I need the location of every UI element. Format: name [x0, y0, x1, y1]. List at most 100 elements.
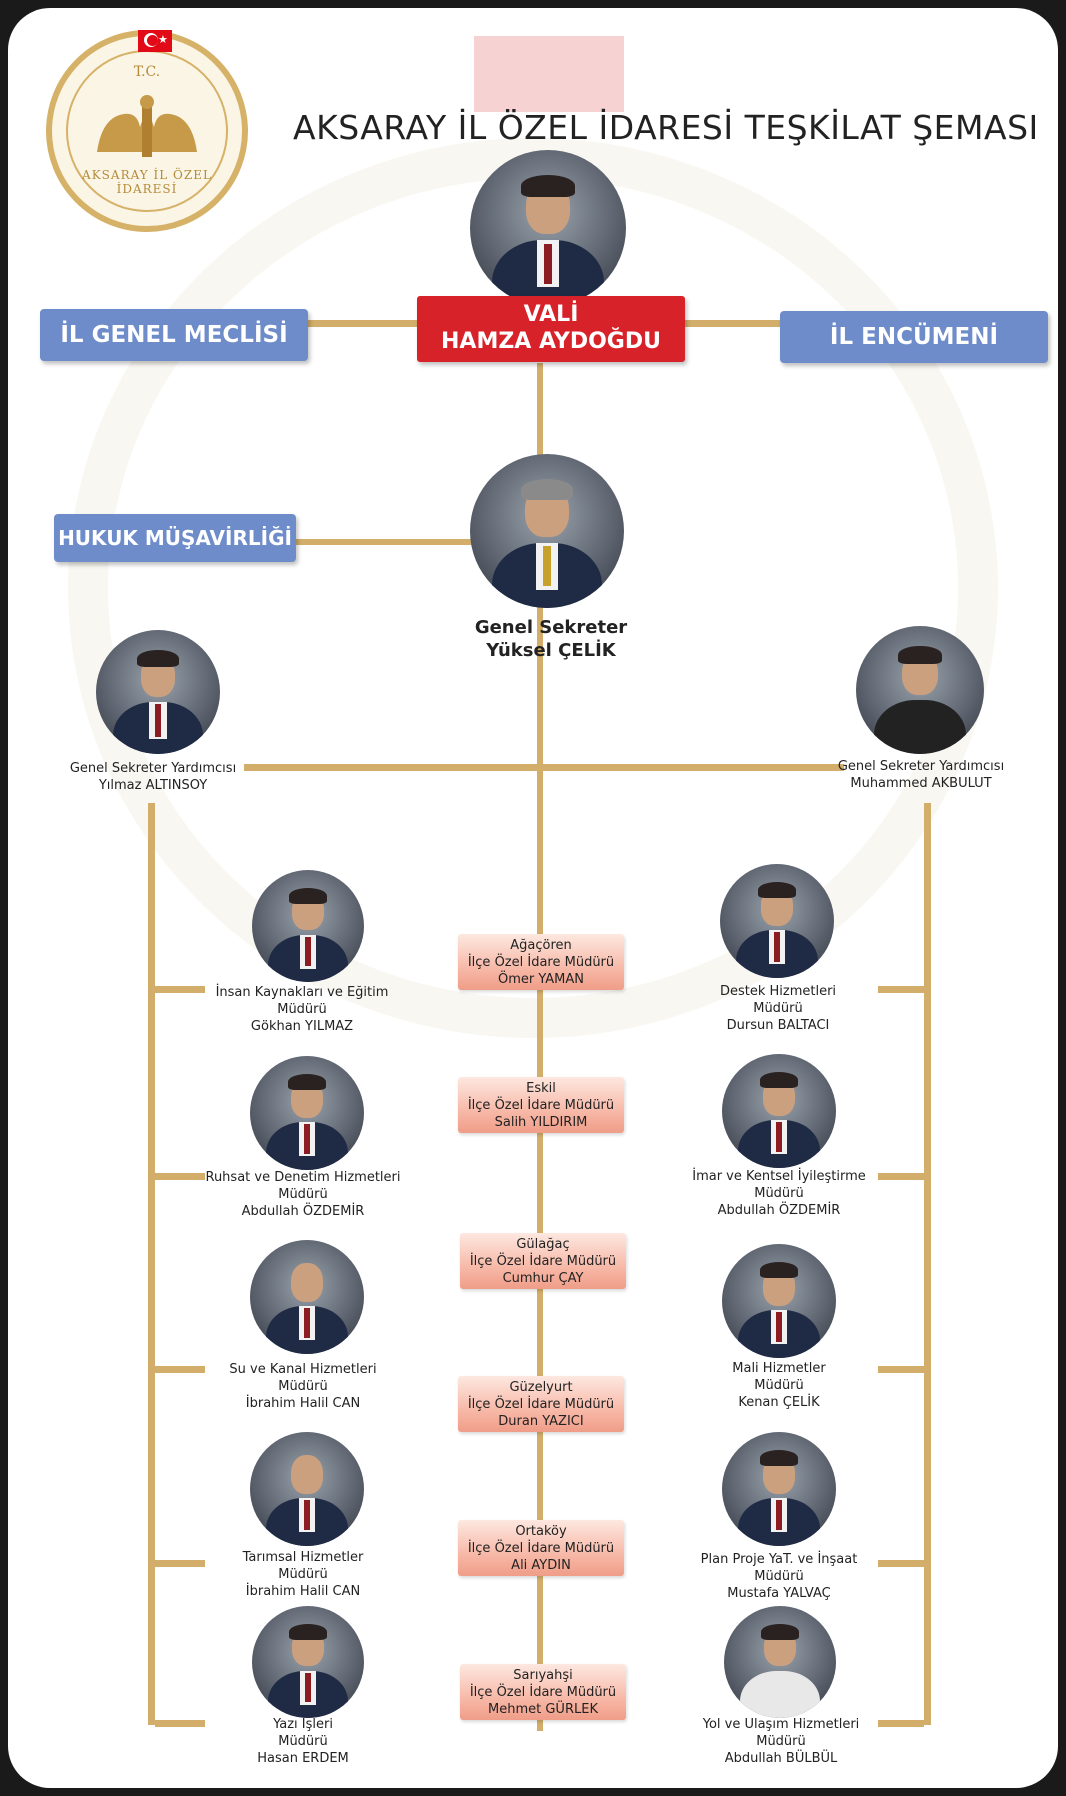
turkish-flag-icon: ★	[138, 30, 172, 52]
left-dept-1-photo	[252, 870, 364, 982]
background-flag	[474, 36, 624, 112]
institution-seal: T.C. AKSARAY İL ÖZEL İDARESİ	[46, 30, 248, 232]
assistant-right-photo	[856, 626, 984, 754]
left-dept-1-name: Gökhan YILMAZ	[250, 1019, 354, 1034]
right-dept-4-line2: Müdürü	[754, 1569, 804, 1584]
assistant-right-title: Genel Sekreter Yardımcısı	[837, 759, 1005, 774]
connector-left-vertical	[148, 803, 155, 1725]
district-6-role: İlçe Özel İdare Müdürü	[469, 1685, 617, 1700]
right-dept-2-name: Abdullah ÖZDEMİR	[717, 1203, 841, 1218]
connector-left-tick-1	[155, 986, 205, 993]
connector-right-tick-3	[878, 1366, 924, 1373]
district-6-name: Sarıyahşi	[513, 1668, 573, 1683]
right-dept-3-line2: Müdürü	[754, 1378, 804, 1393]
district-1-role: İlçe Özel İdare Müdürü	[467, 955, 615, 970]
left-dept-2-line2: Müdürü	[278, 1187, 328, 1202]
assistant-left-label: Genel Sekreter Yardımcısı Yılmaz ALTINSO…	[70, 760, 236, 794]
genel-sekreter-name: Yüksel ÇELİK	[486, 640, 616, 661]
right-dept-1-line1: Destek Hizmetleri	[719, 984, 837, 999]
right-dept-1-name: Dursun BALTACI	[726, 1018, 830, 1033]
left-dept-5-photo	[252, 1606, 364, 1718]
left-dept-1-line2: Müdürü	[277, 1002, 327, 1017]
right-dept-1-label: Destek Hizmetleri Müdürü Dursun BALTACI	[720, 983, 836, 1034]
connector-left-tick-2	[155, 1173, 205, 1180]
connector-meclis-vali	[308, 320, 428, 327]
genel-sekreter-title: Genel Sekreter	[474, 617, 628, 638]
district-1-name: Ağaçören	[510, 938, 572, 953]
district-3-role: İlçe Özel İdare Müdürü	[469, 1254, 617, 1269]
right-dept-2-label: İmar ve Kentsel İyileştirme Müdürü Abdul…	[692, 1168, 866, 1219]
assistant-left-title: Genel Sekreter Yardımcısı	[69, 761, 237, 776]
assistant-right-label: Genel Sekreter Yardımcısı Muhammed AKBUL…	[838, 758, 1004, 792]
district-2-person: Salih YILDIRIM	[494, 1115, 588, 1130]
connector-left-tick-5	[155, 1720, 205, 1727]
connector-assistants-horizontal	[244, 764, 844, 771]
right-dept-3-name: Kenan ÇELİK	[738, 1395, 820, 1410]
left-dept-4-line1: Tarımsal Hizmetler	[242, 1550, 364, 1565]
district-3-name: Gülağaç	[516, 1237, 570, 1252]
left-dept-2-label: Ruhsat ve Denetim Hizmetleri Müdürü Abdu…	[205, 1169, 400, 1220]
left-dept-1-label: İnsan Kaynakları ve Eğitim Müdürü Gökhan…	[216, 984, 389, 1035]
right-dept-5-photo	[724, 1606, 836, 1718]
left-dept-3-photo	[250, 1240, 364, 1354]
il-genel-meclisi-box: İL GENEL MECLİSİ	[40, 309, 308, 361]
left-dept-2-name: Abdullah ÖZDEMİR	[241, 1204, 365, 1219]
connector-main-vertical	[537, 363, 543, 1731]
right-dept-2-line1: İmar ve Kentsel İyileştirme	[692, 1169, 866, 1184]
left-dept-5-line1: Yazı İşleri	[273, 1717, 333, 1732]
org-chart-frame: T.C. AKSARAY İL ÖZEL İDARESİ ★ AKSARAY İ…	[8, 8, 1058, 1788]
left-dept-5-label: Yazı İşleri Müdürü Hasan ERDEM	[257, 1716, 349, 1767]
left-dept-4-photo	[250, 1432, 364, 1546]
left-dept-4-line2: Müdürü	[278, 1567, 328, 1582]
right-dept-2-photo	[722, 1054, 836, 1168]
assistant-left-name: Yılmaz ALTINSOY	[98, 778, 208, 793]
district-4-role: İlçe Özel İdare Müdürü	[467, 1397, 615, 1412]
right-dept-5-line1: Yol ve Ulaşım Hizmetleri	[702, 1717, 860, 1732]
district-box-1: Ağaçören İlçe Özel İdare Müdürü Ömer YAM…	[458, 934, 624, 990]
district-box-3: Gülağaç İlçe Özel İdare Müdürü Cumhur ÇA…	[460, 1233, 626, 1289]
left-dept-2-line1: Ruhsat ve Denetim Hizmetleri	[205, 1170, 401, 1185]
vali-box: VALİ HAMZA AYDOĞDU	[417, 296, 685, 362]
district-5-name: Ortaköy	[515, 1524, 567, 1539]
seal-ring-text: AKSARAY İL ÖZEL İDARESİ	[82, 168, 212, 196]
district-box-4: Güzelyurt İlçe Özel İdare Müdürü Duran Y…	[458, 1376, 624, 1432]
left-dept-2-photo	[250, 1056, 364, 1170]
left-dept-5-line2: Müdürü	[278, 1734, 328, 1749]
vali-name: HAMZA AYDOĞDU	[441, 329, 661, 354]
seal-top-text: T.C.	[133, 64, 161, 80]
left-dept-3-name: İbrahim Halil CAN	[245, 1396, 361, 1411]
connector-left-tick-3	[155, 1366, 205, 1373]
district-5-person: Ali AYDIN	[511, 1558, 571, 1573]
district-box-6: Sarıyahşi İlçe Özel İdare Müdürü Mehmet …	[460, 1664, 626, 1720]
left-dept-1-line1: İnsan Kaynakları ve Eğitim	[215, 985, 389, 1000]
right-dept-3-line1: Mali Hizmetler	[732, 1361, 826, 1376]
district-5-role: İlçe Özel İdare Müdürü	[467, 1541, 615, 1556]
right-dept-5-name: Abdullah BÜLBÜL	[724, 1751, 838, 1766]
connector-vali-encumen	[684, 320, 790, 327]
il-encumeni-box: İL ENCÜMENİ	[780, 311, 1048, 363]
genel-sekreter-photo	[470, 454, 624, 608]
district-4-person: Duran YAZICI	[498, 1414, 584, 1429]
connector-right-tick-1	[878, 986, 924, 993]
right-dept-4-label: Plan Proje YaT. ve İnşaat Müdürü Mustafa…	[701, 1551, 858, 1602]
vali-photo	[470, 150, 626, 306]
district-box-2: Eskil İlçe Özel İdare Müdürü Salih YILDI…	[458, 1077, 624, 1133]
district-6-person: Mehmet GÜRLEK	[488, 1702, 598, 1717]
connector-right-tick-4	[878, 1560, 924, 1567]
district-box-5: Ortaköy İlçe Özel İdare Müdürü Ali AYDIN	[458, 1520, 624, 1576]
left-dept-5-name: Hasan ERDEM	[257, 1751, 349, 1766]
left-dept-4-name: İbrahim Halil CAN	[245, 1584, 361, 1599]
right-dept-5-label: Yol ve Ulaşım Hizmetleri Müdürü Abdullah…	[703, 1716, 860, 1767]
district-4-name: Güzelyurt	[509, 1380, 573, 1395]
connector-right-tick-2	[878, 1173, 924, 1180]
page-title: AKSARAY İL ÖZEL İDARESİ TEŞKİLAT ŞEMASI	[293, 108, 1039, 147]
right-dept-1-line2: Müdürü	[753, 1001, 803, 1016]
left-dept-3-label: Su ve Kanal Hizmetleri Müdürü İbrahim Ha…	[229, 1361, 376, 1412]
district-3-person: Cumhur ÇAY	[502, 1271, 584, 1286]
right-dept-4-name: Mustafa YALVAÇ	[727, 1586, 831, 1601]
vali-title: VALİ	[523, 302, 579, 327]
right-dept-5-line2: Müdürü	[756, 1734, 806, 1749]
connector-right-tick-5	[878, 1720, 924, 1727]
connector-hukuk	[293, 539, 473, 545]
lion-emblem-icon	[97, 95, 197, 157]
